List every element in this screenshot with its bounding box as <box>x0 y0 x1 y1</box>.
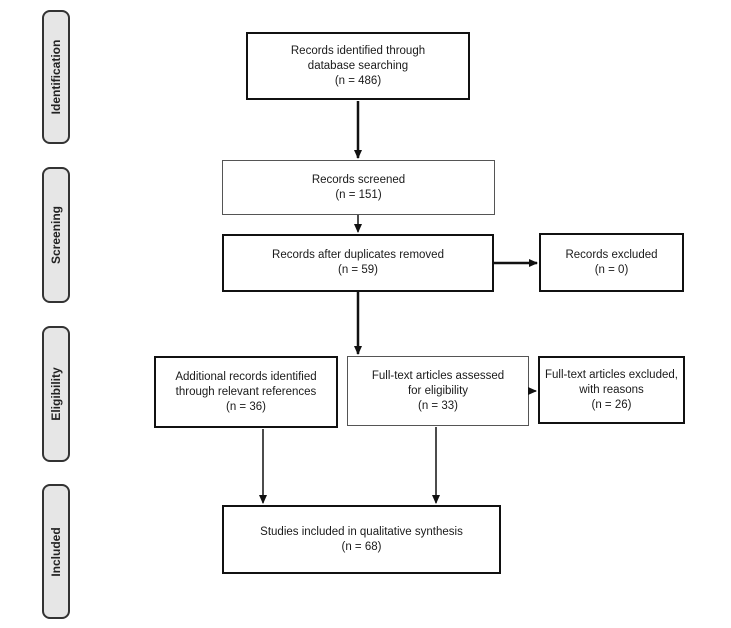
box-line: Records after duplicates removed <box>272 249 444 261</box>
records-after-duplicates-box: Records after duplicates removed (n = 59… <box>222 234 494 292</box>
box-line: through relevant references <box>175 385 317 398</box>
phase-label: Identification <box>49 39 63 115</box>
box-line: Records excluded <box>565 248 658 261</box>
box-count: (n = 33) <box>418 399 458 412</box>
box-count: (n = 0) <box>594 263 629 276</box>
phase-label: Eligibility <box>49 367 63 421</box>
phase-identification: Identification <box>42 10 70 144</box>
box-line: Records identified through <box>290 44 426 57</box>
box-count: (n = 59) <box>338 264 378 276</box>
fulltext-assessed-box: Full-text articles assessed for eligibil… <box>347 356 529 426</box>
studies-included-box: Studies included in qualitative synthesi… <box>222 505 501 574</box>
box-line: Additional records identified <box>175 370 317 383</box>
box-line: Records screened <box>311 173 406 186</box>
fulltext-excluded-box: Full-text articles excluded, with reason… <box>538 356 685 424</box>
phase-included: Included <box>42 484 70 619</box>
records-excluded-box: Records excluded (n = 0) <box>539 233 684 292</box>
records-screened-box: Records screened (n = 151) <box>222 160 495 215</box>
box-count: (n = 68) <box>341 540 382 553</box>
phase-label: Screening <box>49 205 63 265</box>
box-line: Studies included in qualitative synthesi… <box>260 525 463 538</box>
phase-eligibility: Eligibility <box>42 326 70 462</box>
box-line: with reasons <box>579 383 644 396</box>
additional-records-box: Additional records identified through re… <box>154 356 338 428</box>
box-count: (n = 36) <box>226 400 266 413</box>
box-line: database searching <box>307 59 409 72</box>
phase-screening: Screening <box>42 167 70 303</box>
box-line: for eligibility <box>407 384 469 397</box>
box-count: (n = 151) <box>335 188 382 201</box>
phase-label: Included <box>49 526 63 577</box>
box-count: (n = 26) <box>591 398 632 411</box>
box-count: (n = 486) <box>334 74 382 87</box>
records-identified-box: Records identified through database sear… <box>246 32 470 100</box>
box-line: Full-text articles assessed <box>371 369 505 382</box>
box-line: Full-text articles excluded, <box>545 368 678 381</box>
